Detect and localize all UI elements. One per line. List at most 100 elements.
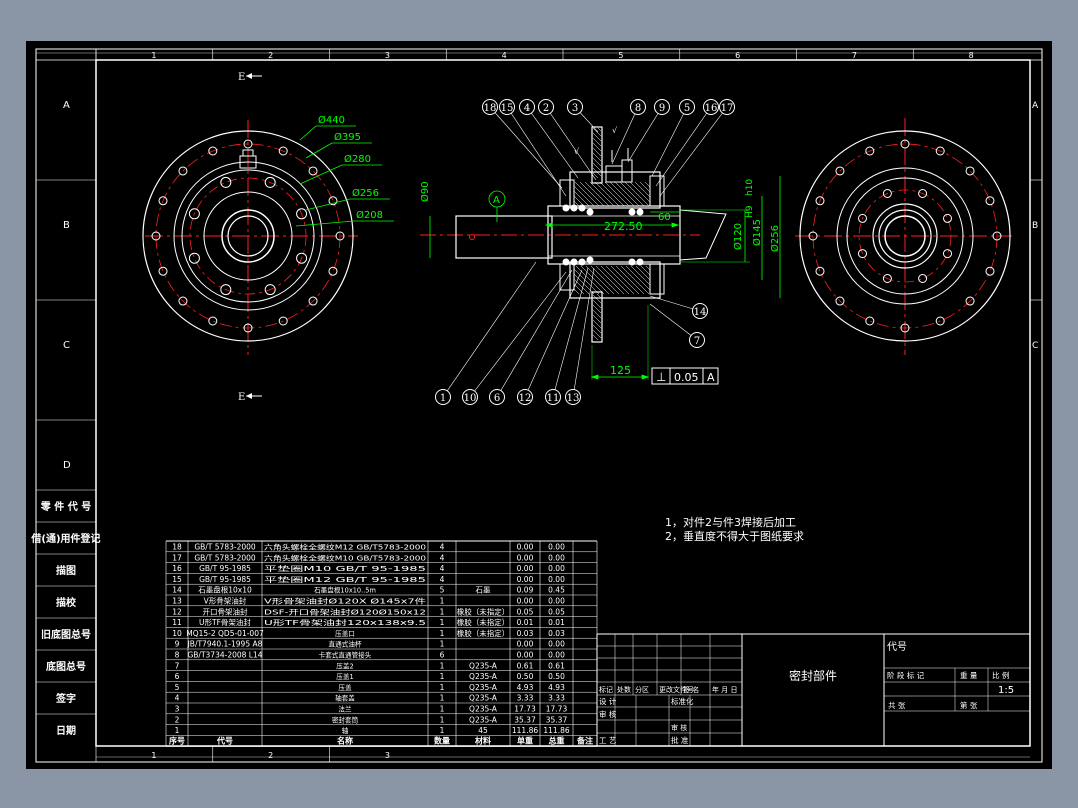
bom-cell: 轴套盖 [335,694,355,703]
bom-cell: 0.61 [548,661,565,670]
part-balloon [462,389,478,405]
zone-row-label: A [63,100,70,111]
registration-label: 底图总号 [46,660,86,673]
bom-cell: JB/T7940.1-1995 A8 [187,640,263,649]
bolt-hole [865,146,875,156]
bom-cell: GB/T 95-1985 [199,564,251,573]
bolt-hole [278,146,288,156]
bom-cell: 1 [440,705,445,714]
bolt-hole [858,213,868,223]
revision-label: 签 名 [683,685,699,694]
approval-label: 批 准 [671,735,689,745]
bom-cell: 1 [440,661,445,670]
bom-cell: 0.00 [548,597,565,606]
bom-cell: 6 [175,672,180,681]
svg-text:0.05: 0.05 [674,371,699,384]
part-balloon [719,99,735,115]
bom-cell: 0.09 [517,586,534,595]
zone-col-label: 2 [268,51,273,60]
bom-cell: 0.05 [517,607,534,616]
bom-cell: 压盖1 [336,672,353,681]
packing-ring [562,204,570,212]
bolt-hole [178,166,188,176]
bolt-hole [151,231,161,241]
approval-label: 工 艺 [599,736,616,745]
bolt-hole [188,208,200,220]
bom-cell: 0.50 [548,672,565,681]
bolt-hole [243,323,253,333]
balloon-number: 16 [705,103,718,114]
bom-cell: 0.03 [517,629,534,638]
bolt-hole [985,196,995,206]
bom-cell: Q235-A [469,705,498,714]
perpendicularity-tolerance-frame: ⊥ 0.05 A [651,367,719,385]
bolt-hole [835,166,845,176]
bom-cell: 0.01 [517,618,534,627]
bolt-hole [942,249,952,259]
rear-view-right [795,118,1012,355]
part-balloon [692,303,708,319]
scale-value: 1:5 [998,685,1014,696]
bom-cell: 1 [440,683,445,692]
svg-text:H9: H9 [745,205,755,218]
bom-cell: GB/T 95-1985 [199,575,251,584]
approval-label: 审 核 [671,723,687,732]
diameter-label: Ø440 [318,114,345,126]
zone-row-label: B [1032,221,1038,231]
part-balloon [517,389,533,405]
bom-cell: 卡套式直通管接头 [319,651,372,660]
bom-cell: Q235-A [469,683,498,692]
bolt-hole [882,189,892,199]
balloon-number: 15 [501,103,514,114]
bom-cell: 18 [172,543,182,552]
bolt-hole [808,231,818,241]
balloon-number: 12 [519,393,532,404]
bom-cell: 1 [440,597,445,606]
bom-cell: 1 [440,629,445,638]
bolt-hole [188,252,200,264]
part-balloon [489,389,505,405]
svg-text:Ø145: Ø145 [751,219,763,246]
sheet-number: 第 张 [960,700,978,710]
balloon-number: 14 [694,307,707,318]
bom-cell: 111.86 [512,726,538,735]
packing-ring [636,208,644,216]
svg-text:272.50: 272.50 [604,220,643,233]
balloon-number: 11 [547,393,560,404]
bom-header: 单重 [517,736,533,746]
balloon-number: 2 [543,103,549,114]
bom-cell: 0.00 [548,651,565,660]
bom-cell: 17.73 [514,705,536,714]
section-mark-top: E [238,72,262,83]
bom-cell: 0.00 [517,543,534,552]
bom-header: 名称 [337,736,353,746]
bom-cell: 0.00 [517,597,534,606]
diameter-label: Ø208 [356,209,383,221]
balloon-number: 13 [567,393,580,404]
svg-text:√: √ [612,126,618,135]
zone-row-label: A [1032,101,1039,111]
svg-text:1，对件2与件3焊接后加工: 1，对件2与件3焊接后加工 [665,515,796,529]
bom-cell: 轴 [342,726,349,735]
bolt-hole [178,296,188,306]
bom-cell: 橡胶（未指定） [457,606,510,616]
stage-label: 阶 段 标 记 [887,670,925,680]
approval-label: 设 计 [599,696,617,706]
zone-col-label: 5 [618,51,623,60]
diameter-label: Ø280 [344,153,371,165]
bom-cell: 1 [440,715,445,724]
bolt-hole [296,208,308,220]
registration-label: 日期 [56,724,76,737]
zone-row-label: D [63,460,71,471]
bolt-hole [815,196,825,206]
